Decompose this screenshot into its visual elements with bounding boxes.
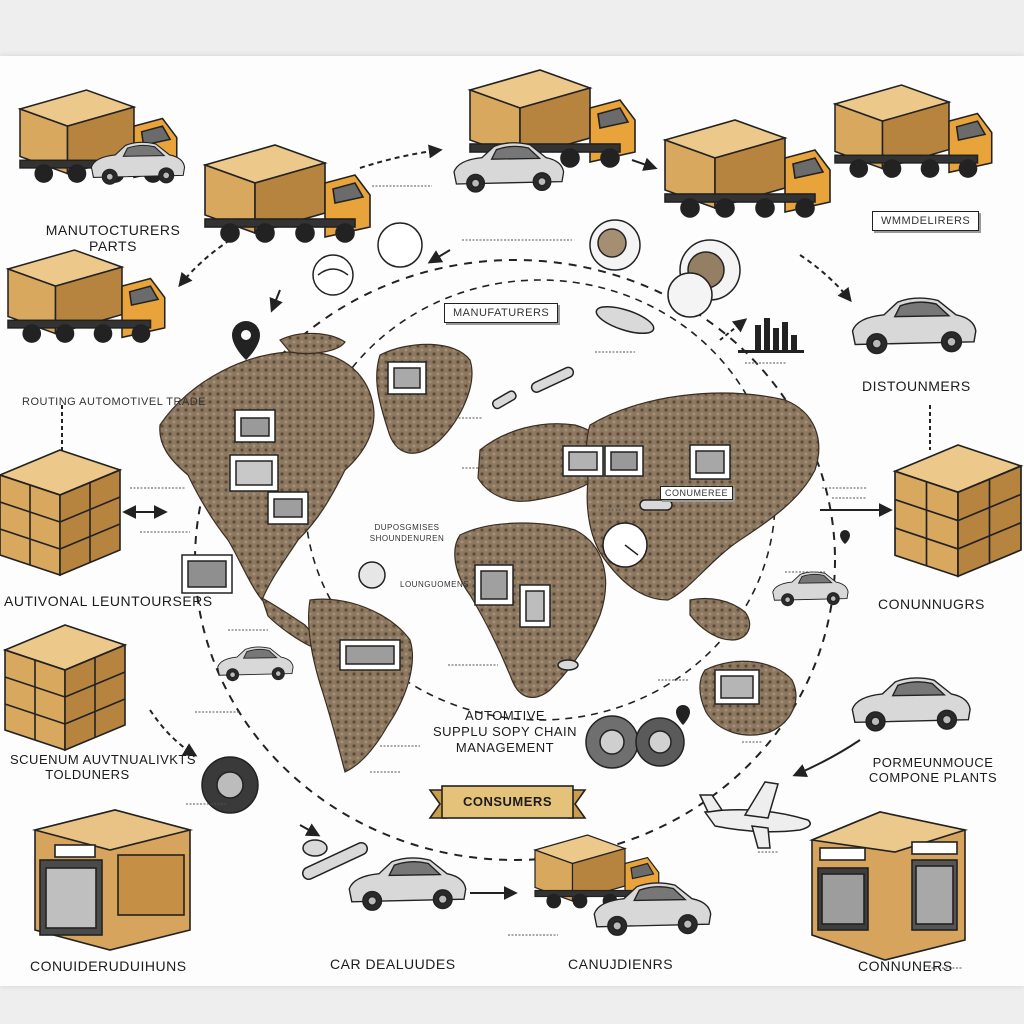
label-intermodal-distributors: AUTIVONAL LEUNTOURSERS (4, 593, 213, 609)
map-thumbnails (181, 361, 760, 705)
axle-icon (530, 366, 575, 393)
label-suppliers: SCUENUM AUVTNUALIVKTS TOLDUNERS (10, 752, 197, 782)
consumers-ribbon (428, 785, 587, 819)
greenland (376, 343, 473, 454)
car-icon (851, 677, 971, 732)
car-icon (772, 571, 849, 607)
engine-part-icon (595, 305, 655, 335)
car-icon (851, 297, 977, 355)
box-stack-icon (2, 624, 128, 752)
truck-icon (533, 834, 660, 909)
cylinder-icon (557, 659, 579, 671)
map-pin-icon (840, 530, 850, 544)
map-label-1: CONUMEREE (660, 486, 734, 500)
label-line: SCUENUM AUVTNUALIVKTS (10, 752, 197, 767)
box-stack-icon (892, 444, 1024, 578)
truck-icon (662, 119, 831, 218)
globe-icon (667, 272, 713, 318)
title-line: AUTOMTIVE (464, 708, 546, 723)
label-line: TOLDUNERS (45, 767, 130, 782)
airplane-icon (698, 781, 811, 849)
label-bottom-consumers: CANUJDIENRS (568, 956, 674, 972)
flow-arrows (61, 144, 931, 900)
car-icon (90, 141, 186, 185)
southeast-asia (689, 597, 751, 641)
label-component-plants: PORMEUNMOUCE COMPONE PLANTS (858, 755, 1008, 785)
box-stack-icon (0, 449, 123, 577)
south-america (307, 598, 414, 773)
label-manufacturers-center: MANUFATURERS (444, 303, 559, 323)
ribbon-label: CONSUMERS (462, 794, 552, 809)
title-line: SUPPLU SOPY CHAIN (432, 724, 578, 739)
map-label-2: DUPOSGMISES SHOUNDENUREN (369, 523, 445, 543)
oil-ring-icon (358, 561, 386, 589)
car-icon (348, 857, 467, 911)
map-pin-icon (232, 321, 260, 360)
box-stacks (0, 444, 1024, 752)
label-line: PARTS (89, 238, 137, 254)
label-line: COMPONE PLANTS (868, 770, 998, 785)
label-bottom-left: CONUIDERUDUIHUNS (30, 958, 187, 974)
label-consumers-right: CONUNNUGRS (878, 596, 985, 612)
world-map (159, 332, 820, 773)
label-line: MANUTOCTURERS (45, 222, 181, 238)
label-car-dealers: CAR DEALUUDES (330, 956, 456, 972)
label-distributors: DISTOUNMERS (862, 378, 971, 394)
warehouse-right (808, 811, 969, 961)
arctic-islands (279, 332, 346, 355)
cars (90, 141, 977, 936)
shock-absorber-icon (301, 841, 369, 881)
map-pin-icon (676, 705, 690, 725)
warehouse-left (31, 809, 194, 951)
map-pin-icons (232, 321, 850, 725)
map-label-3: LOUNGUOMENS (400, 580, 470, 589)
central-america (260, 596, 314, 647)
recycle-icon (377, 222, 423, 268)
label-line: PORMEUNMOUCE (872, 755, 994, 770)
truck-icon (5, 249, 166, 343)
world-icon (312, 254, 354, 296)
gear-icon (302, 839, 328, 857)
trucks (5, 69, 993, 909)
label-retail-line: ROUTING AUTOMOTIVEL TRADE (22, 396, 207, 408)
truck-icon (832, 84, 993, 178)
car-icon (453, 142, 565, 193)
truck-icon (202, 144, 371, 243)
car-icon (217, 646, 294, 682)
label-manufacturers-parts: MANUTOCTURERS PARTS (18, 222, 208, 254)
label-wholesalers: WMMDELIRERS (872, 211, 980, 231)
dumbbell-icon (639, 499, 673, 511)
pipe-icon (491, 390, 517, 410)
center-title: AUTOMTIVE SUPPLU SOPY CHAIN MANAGEMENT (420, 708, 590, 756)
fine-print-marks (130, 185, 963, 969)
label-bottom-right: CONNUNERS (858, 958, 953, 974)
globe-icons (201, 219, 741, 814)
car-icon (593, 882, 712, 936)
title-line: MANAGEMENT (455, 740, 555, 755)
auto-parts (301, 305, 673, 881)
bar-chart-icon (738, 318, 804, 353)
cycle-ring (194, 259, 836, 861)
